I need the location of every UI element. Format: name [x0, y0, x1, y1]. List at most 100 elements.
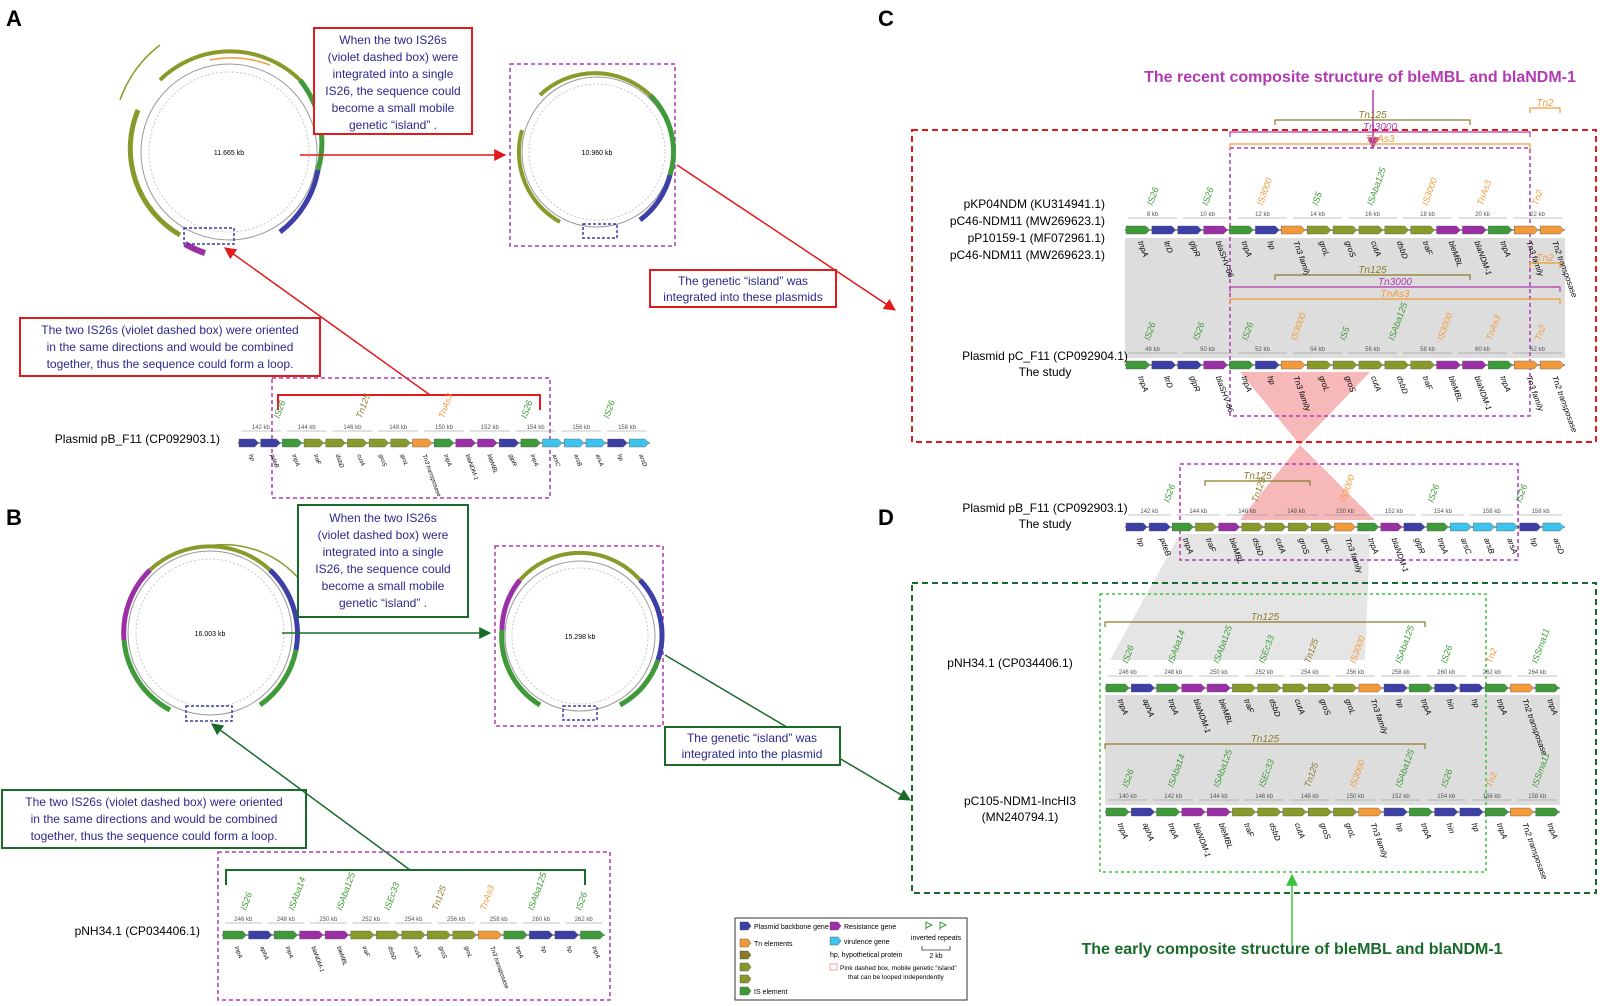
gene-label: tnpA — [233, 946, 243, 960]
gene-arrow — [1484, 683, 1509, 693]
element-span — [1204, 480, 1311, 486]
legend-swatch — [739, 938, 752, 948]
gene-label: blaNDM-1 — [1473, 375, 1494, 412]
circular-map-b-right: 15.298 kb — [499, 550, 665, 721]
tick-label: 264 kb — [1528, 670, 1547, 676]
gene-arrow — [1358, 360, 1384, 370]
gene-arrow — [1177, 225, 1202, 235]
gene-arrow — [1308, 683, 1332, 693]
panel-label-c: C — [878, 6, 894, 31]
gene-arrow — [1332, 360, 1358, 370]
gene-label: Tn2 transposase — [1550, 375, 1579, 435]
legend-swatch — [739, 921, 752, 931]
tick-label: 156 kb — [1483, 509, 1502, 515]
text-line: integrated into a single — [333, 67, 454, 81]
tick-label: 148 kb — [1301, 794, 1320, 800]
element-label: Tn2 — [1484, 647, 1499, 665]
gene-label: blaSHV-66 — [1214, 375, 1236, 415]
tick-label: 152 kb — [1385, 509, 1404, 515]
gene-arrow — [350, 930, 375, 940]
circular-map-a-right: 10.960 kb — [516, 71, 676, 239]
tick-label: 260 kb — [1437, 670, 1456, 676]
gene-arrow — [1519, 522, 1542, 532]
gene-arrow — [1264, 522, 1287, 532]
gene-label: arsC — [551, 454, 561, 469]
gene-arrow — [503, 930, 528, 940]
gene-arrow — [1195, 522, 1217, 532]
gene-arrow — [1450, 522, 1472, 532]
gene-arrow — [1181, 807, 1206, 817]
legend-label: hp, hypothetical protein — [830, 952, 902, 959]
element-label: IS26 — [1439, 644, 1455, 665]
gene-arrow — [452, 930, 477, 940]
legend-label: Plasmid backbone gene — [754, 924, 829, 931]
gene-arrow — [260, 438, 281, 448]
gene-arrow — [1229, 360, 1254, 370]
gene-arrow — [1380, 522, 1403, 532]
element-label: IS26 — [601, 399, 617, 420]
gene-label: glpR — [507, 454, 517, 468]
scale-bar — [921, 946, 951, 951]
gene-label: glpR — [1188, 375, 1202, 394]
legend-label: Resistance gene — [844, 924, 896, 931]
gene-arrow — [347, 438, 368, 448]
homology-band-pink — [1240, 372, 1375, 520]
gene-label: groL — [399, 454, 409, 467]
gene-arrow — [1496, 522, 1518, 532]
text-line: Plasmid pB_F11 (CP092903.1) — [962, 501, 1127, 515]
tick-label: 148 kb — [389, 425, 408, 431]
gene-arrow — [1484, 807, 1509, 817]
gene-arrow — [433, 438, 455, 448]
legend-label: IS element — [754, 989, 788, 996]
plasmid-label-a: Plasmid pB_F11 (CP092903.1) — [55, 432, 220, 446]
gene-arrow — [585, 438, 606, 448]
tick-label: 62 kb — [1530, 347, 1545, 353]
element-label: IS26 — [1513, 483, 1529, 504]
panel-c: The recent composite structure of bleMBL… — [911, 69, 1597, 443]
note-text-a-bottom: The two IS26s (violet dashed box) were o… — [41, 323, 298, 371]
span-label: Tn125 — [1358, 265, 1387, 276]
tick-label: 16 kb — [1365, 212, 1380, 218]
tick-label: 142 kb — [252, 425, 271, 431]
tick-label: 144 kb — [1210, 794, 1229, 800]
span-label: Tn125 — [1251, 612, 1280, 623]
gene-label: traF — [1421, 375, 1435, 392]
element-label: IS26 — [1161, 483, 1177, 504]
text-line: (MN240794.1) — [982, 810, 1059, 824]
tick-label: 142 kb — [1164, 794, 1183, 800]
inverted-repeat-icon — [925, 921, 934, 930]
span-label: Tn3000 — [1363, 122, 1397, 133]
gene-arrow — [1488, 360, 1513, 370]
gene-arrow — [1473, 522, 1495, 532]
panel-label-a: A — [6, 6, 22, 31]
island-box-c — [1229, 147, 1531, 417]
gene-label: blaNDM-1 — [309, 946, 324, 973]
gene-arrow — [478, 930, 503, 940]
tick-label: 142 kb — [1140, 509, 1159, 515]
tick-label: 52 kb — [1255, 347, 1270, 353]
gene-arrow — [273, 930, 298, 940]
gene-arrow — [222, 930, 247, 940]
text-line: integrated into a single — [323, 545, 444, 559]
tick-label: 154 kb — [1437, 794, 1456, 800]
gene-label: dsbD — [334, 454, 345, 470]
tick-label: 250 kb — [1210, 670, 1229, 676]
gene-label: groL — [1343, 822, 1357, 840]
element-label: IS26 — [519, 399, 535, 420]
gene-arrow — [1434, 807, 1459, 817]
span-label: Tn125 — [1358, 110, 1387, 121]
legend-swatch — [829, 936, 842, 946]
gene-arrow — [1332, 225, 1358, 235]
legend-label: Tn elements — [754, 941, 793, 948]
gene-arrow — [1229, 225, 1254, 235]
text-line: When the two IS26s — [339, 33, 446, 47]
gene-label: tnpA — [514, 946, 524, 960]
circle-size-b-right: 15.298 kb — [565, 634, 596, 641]
gene-label: tnpA — [1116, 822, 1130, 841]
tick-label: 154 kb — [1434, 509, 1453, 515]
text-line: (violet dashed box) were — [328, 50, 459, 64]
gene-arrow — [412, 438, 433, 448]
gene-arrow — [1383, 683, 1408, 693]
gene-label: pdeB — [268, 453, 279, 469]
gene-arrow — [1203, 225, 1228, 235]
